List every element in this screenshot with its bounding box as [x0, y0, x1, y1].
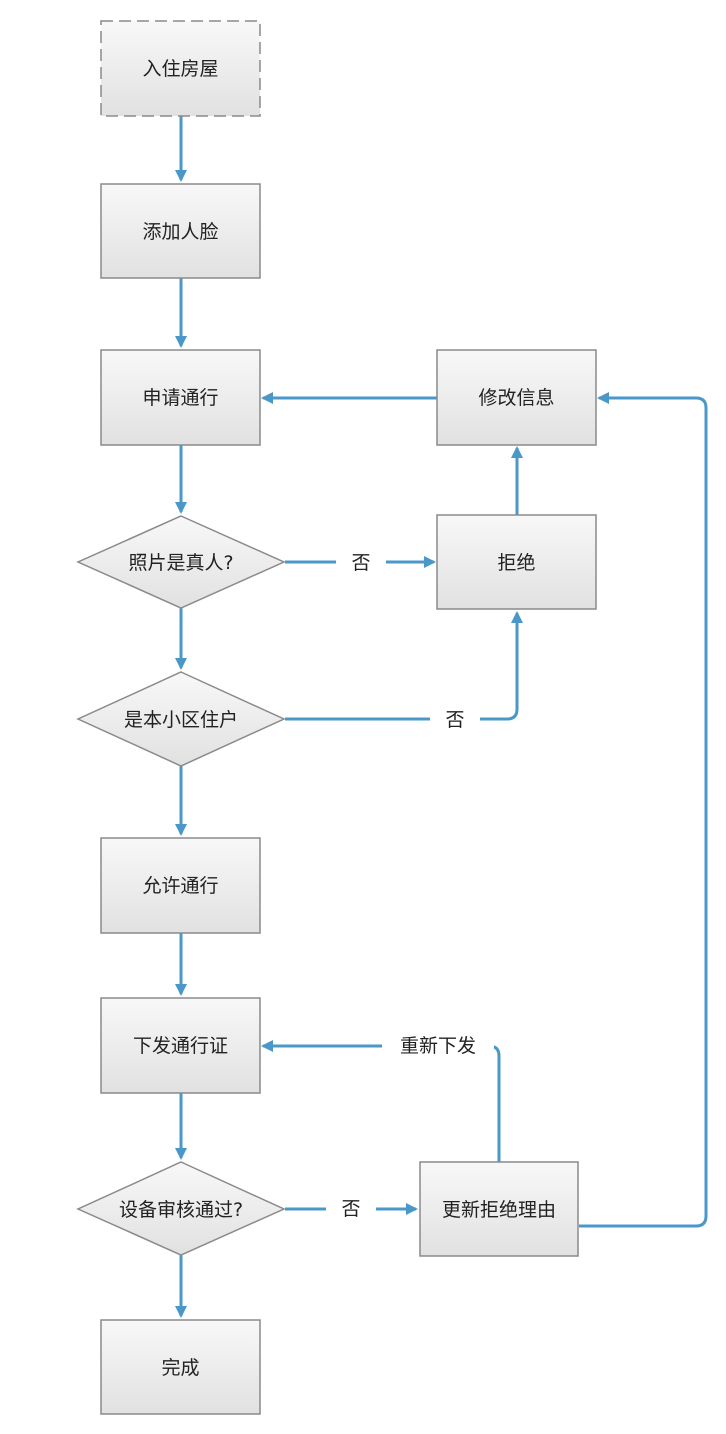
node-add-face[interactable]: 添加人脸 — [100, 183, 261, 279]
decision-real-person-label: 照片是真人? — [128, 552, 233, 574]
node-apply-pass[interactable]: 申请通行 — [100, 349, 261, 446]
nodes: 入住房屋 添加人脸 申请通行 修改信息 照片是真人? 拒绝 是本小区住户 — [76, 20, 597, 1415]
edge-label-resident-no: 否 — [445, 709, 464, 731]
node-move-in[interactable]: 入住房屋 — [100, 20, 261, 117]
node-issue-pass[interactable]: 下发通行证 — [100, 997, 261, 1094]
node-apply-pass-label: 申请通行 — [142, 387, 218, 409]
decision-device-review[interactable]: 设备审核通过? — [76, 1161, 286, 1256]
edge-label-real-person-no: 否 — [351, 552, 370, 574]
node-allow-pass-label: 允许通行 — [142, 875, 218, 897]
node-done-label: 完成 — [161, 1357, 199, 1379]
node-add-face-label: 添加人脸 — [142, 221, 218, 243]
node-modify-info[interactable]: 修改信息 — [436, 349, 597, 446]
decision-resident[interactable]: 是本小区住户 — [76, 671, 286, 767]
node-reject[interactable]: 拒绝 — [436, 514, 597, 610]
node-modify-info-label: 修改信息 — [478, 387, 554, 409]
edge-labels: 否 否 否 重新下发 — [326, 548, 494, 1224]
decision-resident-label: 是本小区住户 — [124, 709, 238, 731]
edge-label-reissue: 重新下发 — [400, 1035, 476, 1057]
decision-device-review-label: 设备审核通过? — [119, 1199, 243, 1221]
node-issue-pass-label: 下发通行证 — [133, 1035, 228, 1057]
decision-real-person[interactable]: 照片是真人? — [76, 515, 286, 609]
node-update-reason-label: 更新拒绝理由 — [442, 1199, 556, 1221]
edge-label-device-no: 否 — [341, 1198, 360, 1220]
node-update-reason[interactable]: 更新拒绝理由 — [419, 1161, 579, 1257]
node-move-in-label: 入住房屋 — [142, 58, 218, 80]
edge-update-reason-to-issue-pass — [261, 1040, 501, 1162]
node-reject-label: 拒绝 — [497, 552, 535, 574]
edge-update-reason-to-modify-info — [579, 392, 708, 1228]
node-done[interactable]: 完成 — [100, 1319, 261, 1415]
edge-resident-no-to-reject — [285, 611, 523, 721]
node-allow-pass[interactable]: 允许通行 — [100, 837, 261, 934]
